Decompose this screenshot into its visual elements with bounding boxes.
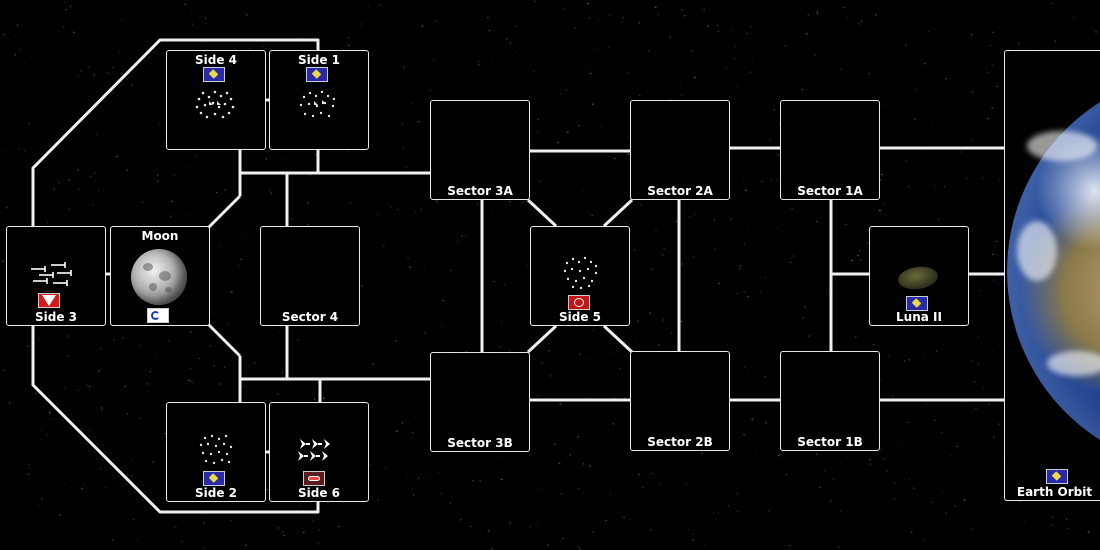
- federation-flag-icon: [203, 471, 225, 486]
- node-sector2a[interactable]: Sector 2A: [630, 100, 730, 200]
- node-label: Side 6: [297, 486, 340, 500]
- route-3b-side5: [526, 324, 558, 354]
- node-label: Moon: [141, 229, 179, 243]
- node-luna2[interactable]: Luna II: [869, 226, 969, 326]
- fleet-ships-icon: [298, 439, 330, 461]
- fleet-ships-icon: [31, 262, 72, 286]
- side6-flag-icon: [303, 471, 325, 486]
- node-label: Side 4: [194, 53, 237, 67]
- node-moon[interactable]: Moon: [110, 226, 210, 326]
- node-side5[interactable]: Side 5: [530, 226, 630, 326]
- node-label: Sector 1B: [797, 435, 863, 449]
- fleet-swarm-icon: [563, 256, 598, 290]
- route-moon-up: [206, 194, 242, 230]
- node-sector3b[interactable]: Sector 3B: [430, 352, 530, 452]
- node-sector3a[interactable]: Sector 3A: [430, 100, 530, 200]
- node-sector1a[interactable]: Sector 1A: [780, 100, 880, 200]
- node-side3[interactable]: Side 3: [6, 226, 106, 326]
- moon-faction-flag-icon: [147, 308, 169, 323]
- node-label: Sector 3A: [447, 184, 513, 198]
- node-label: Side 2: [194, 486, 237, 500]
- route-2a-side5: [602, 198, 634, 228]
- node-label: Earth Orbit: [1016, 485, 1093, 499]
- asteroid-image: [896, 264, 940, 292]
- route-2b-side5: [602, 324, 634, 354]
- node-label: Side 3: [34, 310, 77, 324]
- federation-flag-icon: [906, 296, 928, 311]
- node-label: Sector 2A: [647, 184, 713, 198]
- node-side1[interactable]: Side 1: [269, 50, 369, 150]
- fleet-swarm-icon: [299, 90, 336, 118]
- node-earth-orbit[interactable]: Earth Orbit: [1004, 50, 1100, 501]
- node-label: Side 5: [558, 310, 601, 324]
- node-side2[interactable]: Side 2: [166, 402, 266, 502]
- route-3a-side5: [526, 198, 558, 228]
- node-side6[interactable]: Side 6: [269, 402, 369, 502]
- node-label: Sector 4: [281, 310, 339, 324]
- route-moon-down: [206, 322, 242, 358]
- node-label: Side 1: [297, 53, 340, 67]
- node-label: Sector 1A: [797, 184, 863, 198]
- moon-image: [131, 249, 187, 305]
- node-label: Sector 2B: [647, 435, 713, 449]
- node-label: Sector 3B: [447, 436, 513, 450]
- node-sector4[interactable]: Sector 4: [260, 226, 360, 326]
- node-label: Luna II: [896, 310, 942, 324]
- side3-flag-icon: [38, 293, 60, 308]
- node-sector2b[interactable]: Sector 2B: [630, 351, 730, 451]
- node-side4[interactable]: Side 4: [166, 50, 266, 150]
- federation-flag-icon: [1046, 469, 1068, 484]
- fleet-swarm-icon: [199, 434, 233, 465]
- zeon-flag-icon: [568, 295, 590, 310]
- federation-flag-icon: [203, 67, 225, 82]
- fleet-swarm-icon: [195, 90, 235, 119]
- route-side3-side4: [31, 38, 320, 228]
- earth-image: [1007, 71, 1100, 471]
- route-side3-side2: [31, 326, 320, 514]
- node-sector1b[interactable]: Sector 1B: [780, 351, 880, 451]
- federation-flag-icon: [306, 67, 328, 82]
